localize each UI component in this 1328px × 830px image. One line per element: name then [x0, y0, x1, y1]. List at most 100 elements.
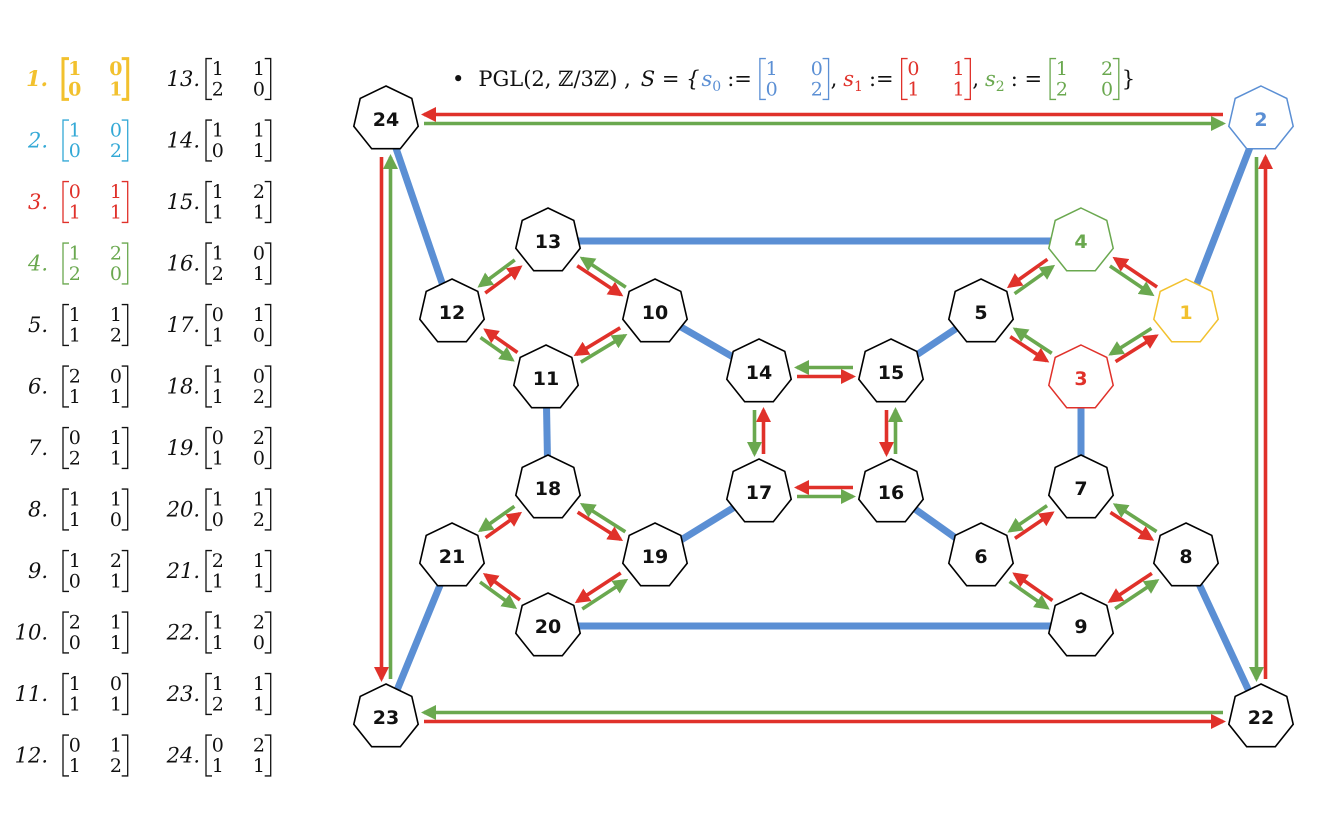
matrix-entry: 0 — [212, 509, 224, 531]
matrix-entry: 0 — [68, 78, 81, 100]
right-bracket — [121, 242, 129, 285]
matrix-entry: 0 — [253, 447, 265, 469]
matrix-entry: 0 — [110, 366, 122, 388]
node-13: 13 — [514, 207, 582, 272]
s1-arrow-5-3 — [1009, 335, 1050, 363]
element-label: 24. — [166, 744, 200, 768]
node-label: 6 — [974, 546, 987, 568]
node-label: 9 — [1074, 616, 1087, 638]
matrix-entry: 1 — [110, 447, 122, 469]
element-label: 9. — [28, 559, 48, 583]
heptagon-shape — [1047, 344, 1115, 409]
matrix-entry: 1 — [69, 243, 81, 265]
node-label: 23 — [373, 707, 399, 729]
element-label: 13. — [167, 67, 200, 91]
element-label: 6. — [28, 375, 48, 399]
node-19: 19 — [621, 522, 689, 587]
matrix-entry: 0 — [110, 263, 122, 285]
node-label: 5 — [974, 302, 987, 324]
heptagon-shape — [621, 278, 689, 343]
right-bracket — [264, 734, 272, 777]
matrix-entry: 0 — [253, 632, 265, 654]
matrix-entry: 1 — [110, 693, 122, 715]
node-23: 23 — [352, 683, 420, 748]
left-bracket — [62, 488, 69, 531]
left-bracket — [900, 57, 908, 101]
left-bracket — [62, 611, 69, 654]
s2-arrow-9-8 — [1114, 579, 1160, 611]
right-bracket — [264, 611, 272, 654]
element-label: 17. — [167, 313, 200, 337]
left-bracket — [62, 365, 69, 408]
matrix-entry: 2 — [212, 263, 224, 285]
matrix-entry: 2 — [253, 509, 265, 531]
matrix-entry: 1 — [253, 489, 265, 511]
bullet: • — [452, 67, 464, 91]
matrix-entry: 2 — [253, 735, 265, 757]
node-15: 15 — [857, 338, 925, 403]
matrix-entry: 1 — [212, 324, 224, 346]
node-label: 22 — [1248, 707, 1274, 729]
s2-arrow-21-20 — [478, 580, 518, 610]
element-label: 5. — [28, 313, 48, 337]
matrix-entry: 1 — [110, 735, 122, 757]
element-label: 3. — [28, 190, 48, 214]
right-bracket — [264, 57, 272, 101]
matrix-entry: 2 — [110, 755, 122, 777]
right-bracket — [964, 57, 971, 101]
right-bracket — [121, 611, 129, 654]
node-20: 20 — [514, 592, 582, 657]
heptagon-shape — [1047, 207, 1115, 272]
matrix-entry: 2 — [110, 324, 122, 346]
node-24: 24 — [352, 85, 420, 150]
s2-arrow-4-1 — [1108, 264, 1155, 297]
matrix-entry: 1 — [253, 201, 265, 223]
matrix-entry: 1 — [110, 304, 122, 326]
left-bracket — [62, 303, 69, 347]
group-name: PGL(2, ℤ/3ℤ) , — [478, 67, 630, 91]
left-bracket — [205, 672, 212, 716]
matrix-entry: 1 — [212, 570, 224, 592]
s2-arrow-10-13 — [579, 256, 627, 289]
element-label: 23. — [166, 682, 200, 706]
right-bracket — [121, 57, 130, 101]
matrix-entry: 1 — [69, 304, 81, 326]
matrix-entry: 2 — [212, 78, 224, 100]
matrix-entry: 2 — [253, 386, 265, 408]
matrix-entry: 1 — [253, 304, 265, 326]
matrix-entry: 1 — [212, 489, 224, 511]
node-label: 19 — [642, 546, 668, 568]
matrix-entry: 0 — [212, 735, 224, 757]
heptagon-shape — [725, 338, 793, 403]
matrix-entry: 0 — [253, 78, 265, 100]
matrix-entry: 2 — [69, 612, 81, 634]
s2-arrow-11-10 — [579, 333, 628, 364]
matrix-entry: 2 — [1101, 58, 1113, 80]
matrix-entry: 2 — [110, 243, 122, 265]
left-bracket — [61, 57, 69, 101]
matrix-entry: 2 — [253, 612, 265, 634]
right-bracket — [121, 672, 129, 716]
matrix-entry: 2 — [110, 140, 122, 162]
left-bracket — [205, 242, 212, 285]
right-bracket — [264, 242, 272, 285]
